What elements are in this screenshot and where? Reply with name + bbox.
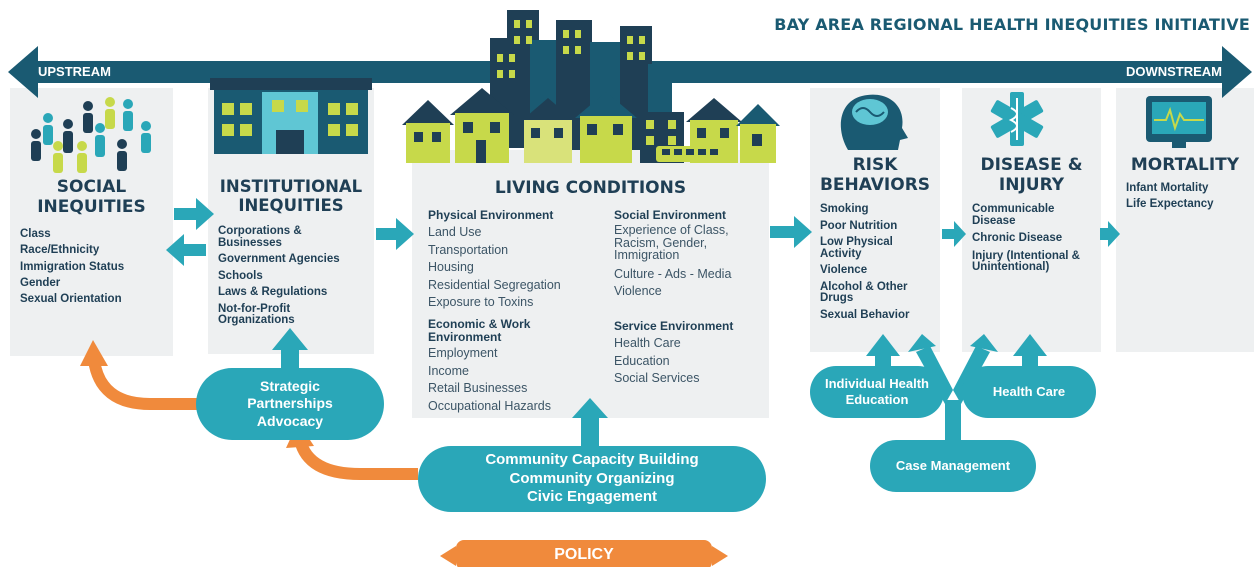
institutional-inequities-list: Corporations & Businesses Government Age… [218,225,368,327]
physical-environment-block: Physical Environment Land Use Transporta… [428,207,608,312]
list-item: Income [428,363,469,378]
economic-work-block: Economic & Work Environment Employment I… [428,318,608,415]
list-item: Infant Mortality [1126,182,1209,194]
list-item: Communicable Disease [972,203,1055,227]
list-item: Low Physical Activity [820,236,893,260]
list-item: Violence [614,284,662,299]
health-care-pill: Health Care [962,366,1096,418]
list-item: Culture - Ads - Media [614,266,732,281]
heart-monitor-icon [1146,96,1212,148]
institutional-to-social-arrow [166,234,206,266]
downstream-label: DOWNSTREAM [1125,64,1222,79]
list-item: Race/Ethnicity [20,244,100,257]
orange-policy-arrows [80,340,728,566]
list-item: Corporations & Businesses [218,225,302,249]
case-management-pill: Case Management [870,440,1036,492]
list-item: Transportation [428,242,509,257]
list-item: Smoking [820,203,869,215]
list-item: Injury (Intentional & Unintentional) [972,249,1080,273]
disease-injury-heading: DISEASE &INJURY [980,155,1083,195]
list-item: Gender [20,276,61,289]
list-item: Violence [820,264,868,276]
list-item: Government Agencies [218,253,340,265]
disease-to-mortality-arrow [1100,221,1120,247]
list-item: Experience of Class, Racism, Gender, Imm… [614,223,729,263]
disease-injury-list: Communicable Disease Chronic Disease Inj… [972,203,1098,274]
people-group-icon [31,97,151,173]
list-item: Exposure to Toxins [428,295,534,310]
list-item: Sexual Orientation [20,293,122,306]
economic-work-title: Economic & Work Environment [428,317,531,344]
risk-behaviors-list: Smoking Poor Nutrition Low Physical Acti… [820,203,935,321]
list-item: Schools [218,269,263,282]
social-environment-title: Social Environment [614,208,727,222]
list-item: Occupational Hazards [428,398,551,413]
list-item: Life Expectancy [1126,198,1214,211]
living-conditions-heading: LIVING CONDITIONS [494,178,687,198]
mortality-heading: MORTALITY [1130,155,1240,175]
list-item: Alcohol & Other Drugs [820,280,908,304]
list-item: Sexual Behavior [820,308,910,321]
service-environment-title: Service Environment [614,319,734,333]
city-skyline-icon [402,10,780,163]
list-item: Social Services [614,371,700,386]
list-item: Immigration Status [20,260,125,273]
risk-to-disease-arrow [942,221,966,247]
physical-environment-title: Physical Environment [428,208,554,222]
brain-head-icon [840,94,908,150]
list-item: Chronic Disease [972,232,1063,244]
medical-star-icon [990,92,1044,146]
list-item: Retail Businesses [428,381,528,396]
policy-pill: POLICY [456,540,712,567]
social-to-institutional-arrow [174,198,214,230]
institutional-to-living-arrow [376,218,414,250]
list-item: Health Care [614,336,681,351]
list-item: Education [614,353,670,368]
list-item: Land Use [428,225,482,240]
list-item: Residential Segregation [428,277,561,292]
list-item: Class [20,228,51,240]
list-item: Poor Nutrition [820,219,898,232]
list-item: Laws & Regulations [218,286,328,298]
initiative-title: BAY AREA REGIONAL HEALTH INEQUITIES INIT… [774,15,1250,34]
living-conditions-panel [412,150,769,418]
mortality-list: Infant Mortality Life Expectancy [1126,180,1252,212]
living-to-risk-arrow [770,216,812,248]
list-item: Employment [428,346,498,361]
government-building-icon [210,78,372,154]
social-inequities-list: Class Race/Ethnicity Immigration Status … [20,226,170,308]
social-environment-block: Social Environment Experience of Class, … [614,207,764,301]
list-item: Housing [428,260,474,275]
list-item: Not-for-Profit Organizations [218,302,295,326]
flow-arrows [166,198,1120,266]
service-environment-block: Service Environment Health Care Educatio… [614,318,764,388]
upstream-label: UPSTREAM [38,64,111,79]
